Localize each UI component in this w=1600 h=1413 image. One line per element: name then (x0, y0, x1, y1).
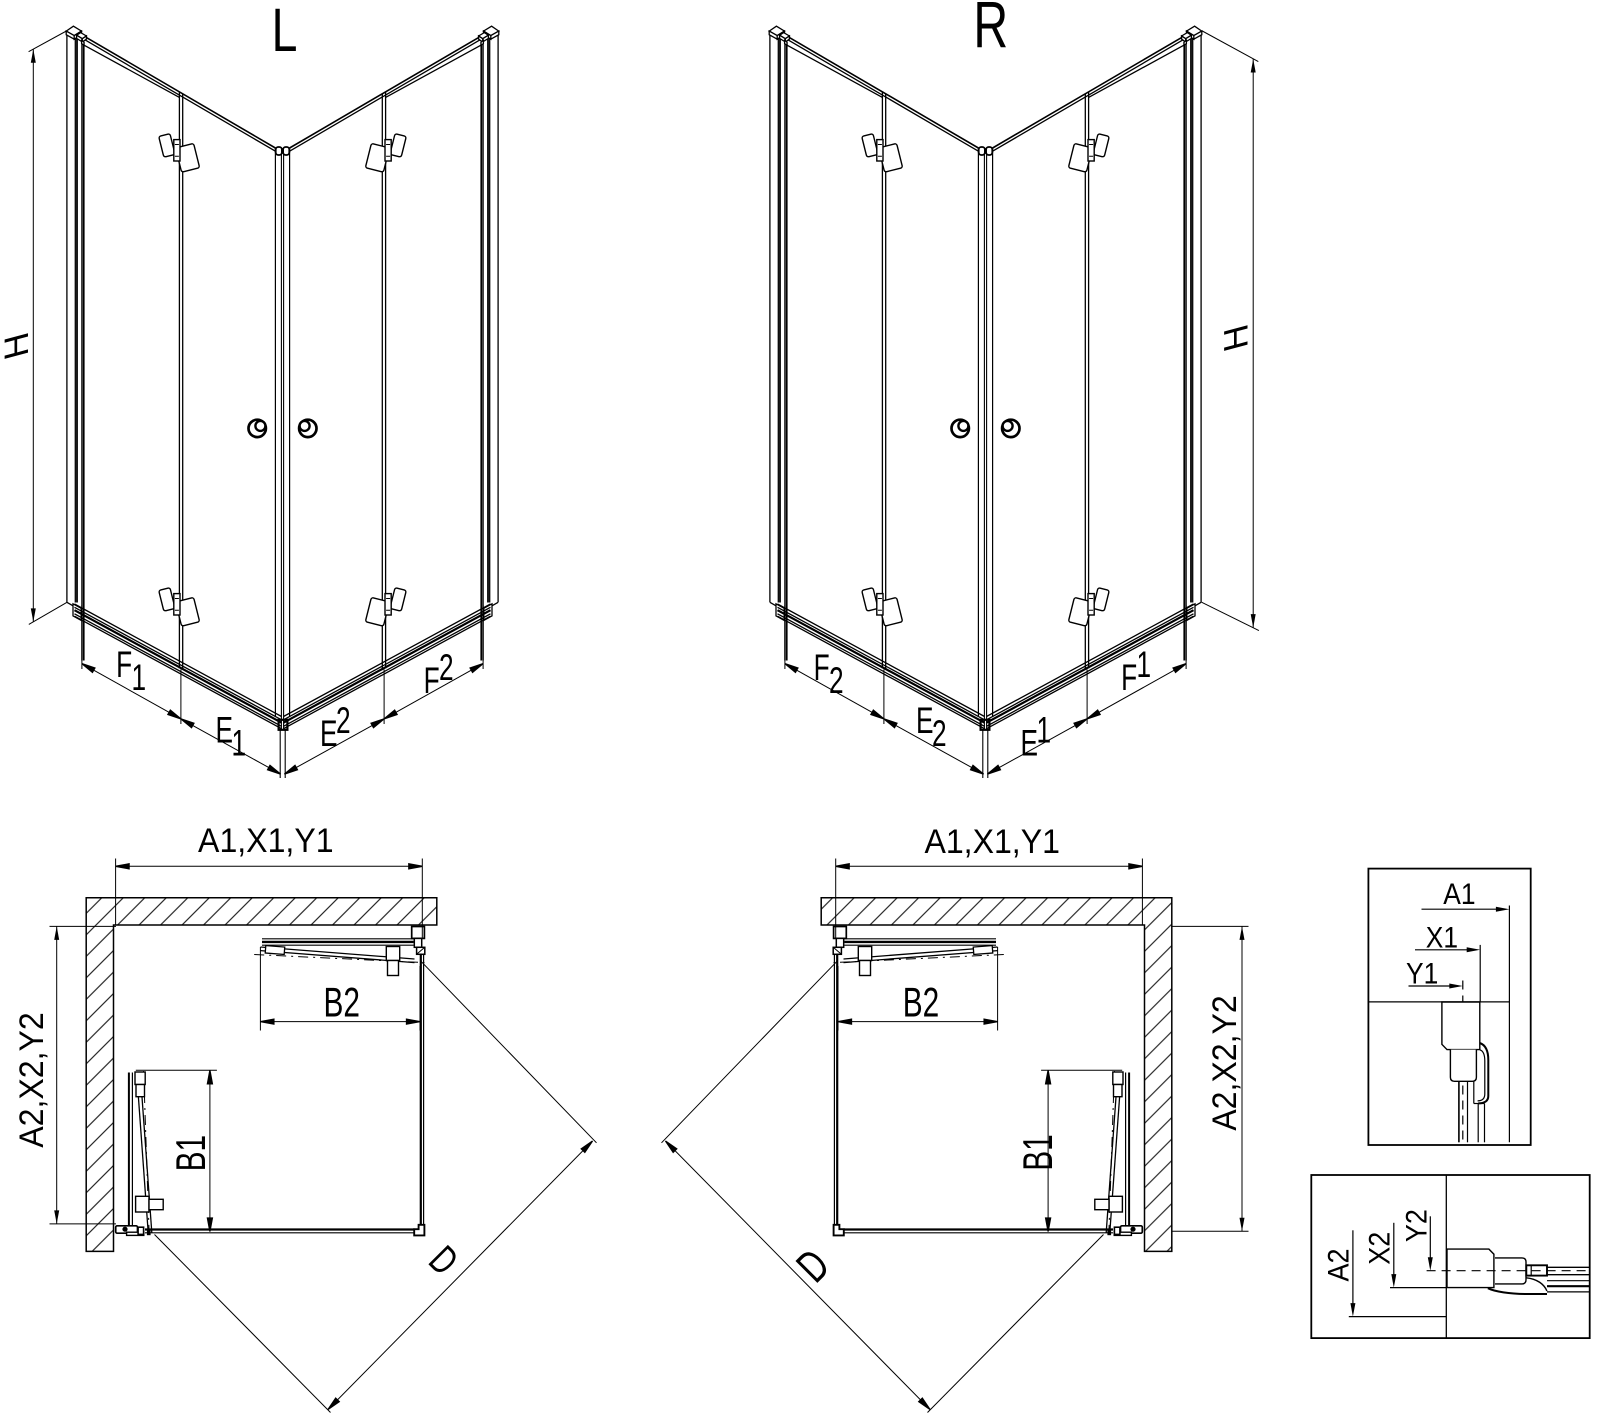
svg-text:2: 2 (932, 712, 947, 754)
svg-text:2: 2 (829, 659, 844, 701)
svg-text:A2: A2 (1322, 1248, 1356, 1281)
svg-text:1: 1 (1137, 643, 1152, 685)
svg-text:2: 2 (336, 699, 351, 741)
svg-text:F: F (1121, 656, 1137, 698)
svg-text:1: 1 (232, 722, 247, 764)
svg-text:E: E (320, 712, 338, 754)
svg-text:X2: X2 (1363, 1232, 1397, 1265)
svg-text:Y2: Y2 (1400, 1209, 1434, 1242)
svg-text:B1: B1 (1014, 1134, 1061, 1170)
svg-text:E: E (215, 709, 233, 751)
svg-text:A1,X1,Y1: A1,X1,Y1 (924, 823, 1059, 861)
svg-text:F: F (116, 643, 132, 685)
svg-text:R: R (973, 0, 1008, 62)
svg-text:E: E (916, 699, 934, 741)
svg-text:1: 1 (1037, 709, 1052, 751)
svg-text:B2: B2 (323, 978, 359, 1025)
svg-text:2: 2 (439, 646, 454, 688)
svg-text:A1,X1,Y1: A1,X1,Y1 (198, 822, 333, 860)
svg-text:L: L (272, 0, 298, 64)
svg-text:A2,X2,Y2: A2,X2,Y2 (1206, 995, 1244, 1130)
svg-text:F: F (424, 659, 440, 701)
svg-text:F: F (814, 646, 830, 688)
svg-text:A2,X2,Y2: A2,X2,Y2 (13, 1012, 51, 1147)
svg-text:X1: X1 (1426, 920, 1458, 954)
svg-text:E: E (1020, 722, 1038, 764)
svg-text:Y1: Y1 (1406, 956, 1438, 990)
svg-text:1: 1 (132, 656, 147, 698)
svg-text:B1: B1 (167, 1135, 214, 1171)
svg-text:A1: A1 (1443, 876, 1475, 910)
svg-text:B2: B2 (903, 978, 939, 1025)
